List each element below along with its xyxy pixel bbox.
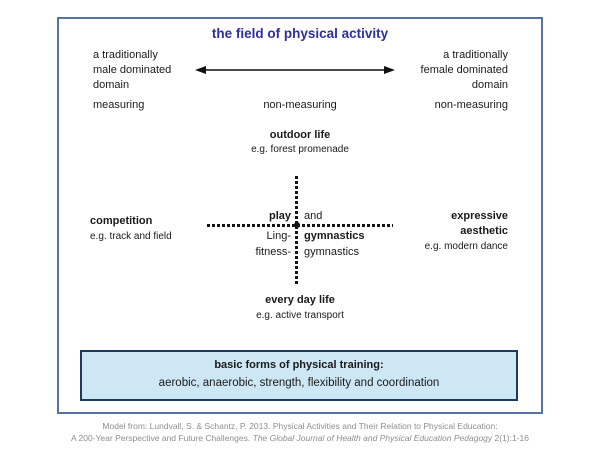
quadrant-outdoor-life-example: e.g. forest promenade (251, 144, 349, 155)
non-measuring-center-label: non-measuring (263, 99, 337, 111)
and-label: and (304, 210, 323, 222)
citation-line-2: A 200-Year Perspective and Future Challe… (0, 432, 600, 444)
measuring-label: measuring (93, 99, 145, 111)
play-label: play (268, 210, 291, 222)
citation-line-1: Model from: Lundvall, S. & Schantz, P. 2… (102, 421, 498, 431)
training-box-heading: basic forms of physical training: (214, 359, 384, 371)
horizontal-dotted-axis (207, 224, 393, 227)
training-box-items: aerobic, anaerobic, strength, flexibilit… (158, 377, 440, 389)
right-pole-label: a traditionally female dominated domain (420, 49, 508, 91)
non-measuring-right-label: non-measuring (434, 99, 508, 111)
ling-label: Ling- (266, 230, 291, 242)
quadrant-expressive-aesthetic-example: e.g. modern dance (424, 241, 508, 252)
diagram-title: the field of physical activity (211, 26, 389, 41)
training-box: basic forms of physical training: aerobi… (80, 350, 518, 401)
quadrant-expressive-aesthetic-label: expressive aesthetic (451, 210, 508, 237)
diagram-frame (57, 17, 543, 414)
vertical-dotted-axis (295, 176, 298, 284)
citation-line-2-suffix: 2(1):1-16 (492, 433, 530, 443)
left-right-arrow-icon (195, 66, 395, 74)
quadrant-outdoor-life-label: outdoor life (269, 129, 331, 141)
gymnastics-bold-label: gymnastics (304, 230, 365, 242)
left-pole-label: a traditionally male dominated domain (93, 49, 172, 91)
quadrant-everyday-life-example: e.g. active transport (256, 310, 344, 321)
citation-journal-title: The Global Journal of Health and Physica… (252, 433, 493, 443)
quadrant-competition-label: competition (90, 215, 153, 227)
quadrant-competition-example: e.g. track and field (90, 231, 172, 242)
gymnastics-label: gymnastics (304, 246, 360, 258)
quadrant-everyday-life-label: every day life (265, 294, 335, 306)
axis-intersection-dot (294, 222, 300, 228)
citation-line-2-prefix: A 200-Year Perspective and Future Challe… (70, 433, 253, 443)
fitness-label: fitness- (255, 246, 291, 258)
